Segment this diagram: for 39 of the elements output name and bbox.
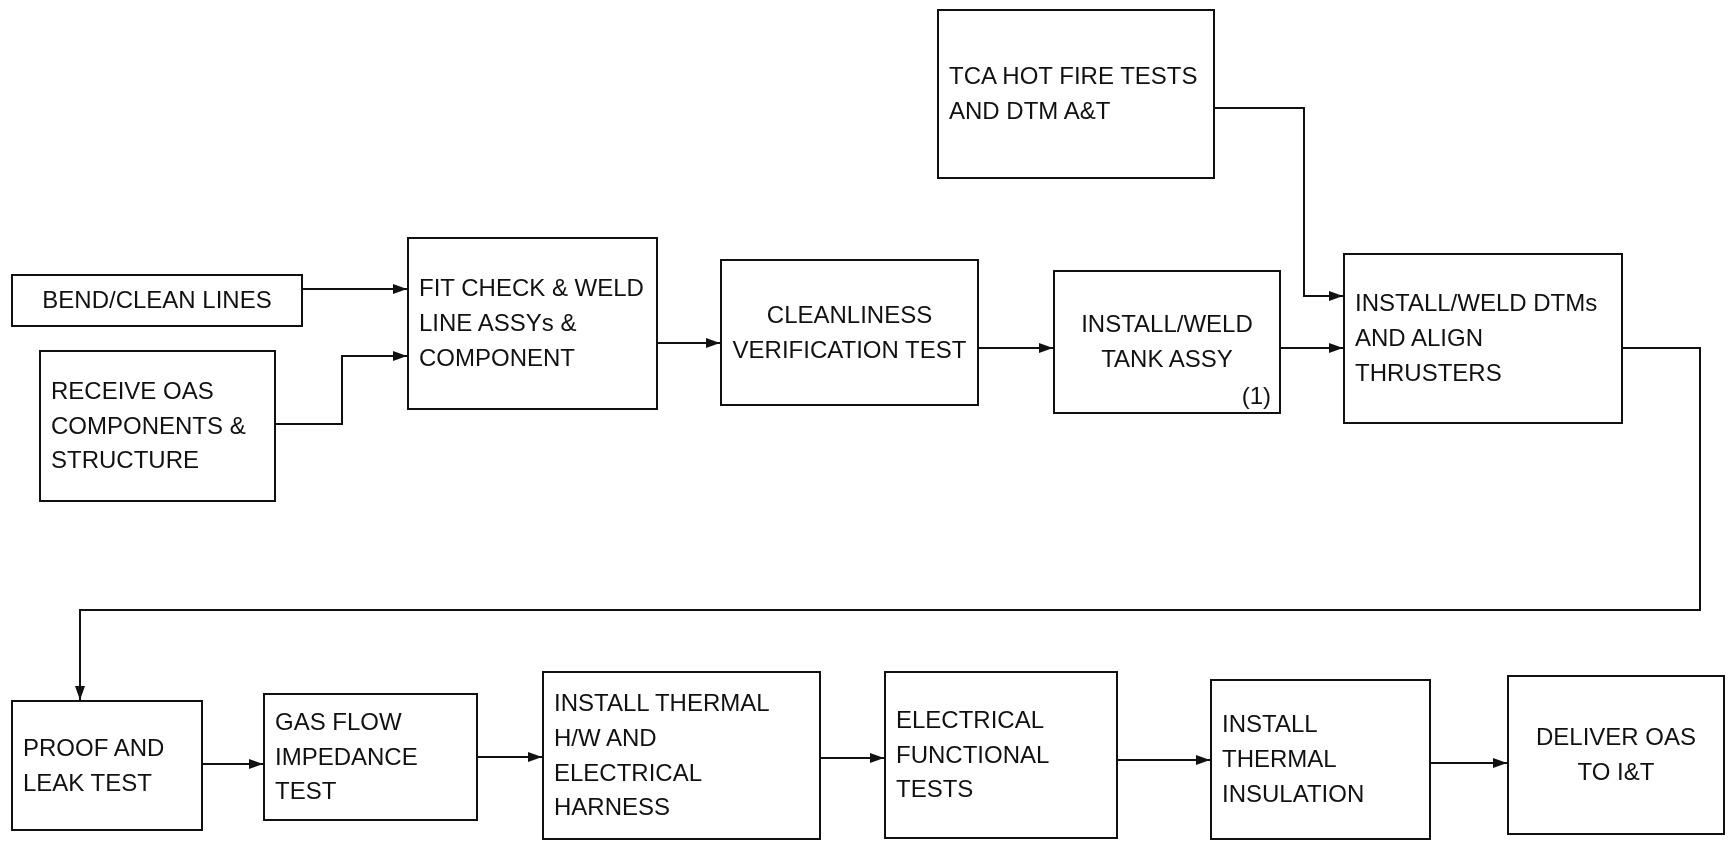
arrow xyxy=(1430,758,1508,768)
arrow xyxy=(477,752,543,762)
step-label: PROOF AND LEAK TEST xyxy=(23,732,166,798)
step-label: BEND/CLEAN LINES xyxy=(41,285,273,316)
arrow xyxy=(75,347,1701,701)
step-label: GAS FLOW IMPEDANCE TEST xyxy=(275,706,419,807)
arrow xyxy=(275,351,408,425)
process-box xyxy=(720,259,979,406)
step-label: INSTALL THERMAL INSULATION xyxy=(1222,709,1366,809)
footnote-number: (1) xyxy=(1241,382,1271,410)
step-label: INSTALL/WELD DTMs AND ALIGN THRUSTERS xyxy=(1355,288,1599,388)
process-box xyxy=(39,350,276,502)
process-box xyxy=(884,671,1118,839)
process-box xyxy=(1053,270,1281,414)
step-label: CLEANLINESS VERIFICATION TEST xyxy=(732,299,967,365)
process-box xyxy=(542,671,821,840)
process-box xyxy=(1210,679,1431,840)
process-box xyxy=(11,274,303,327)
arrow xyxy=(302,284,408,294)
arrow xyxy=(1117,755,1211,765)
step-label: INSTALL/WELD TANK ASSY xyxy=(1080,309,1254,374)
arrow xyxy=(820,753,885,763)
step-label: INSTALL THERMAL H/W AND ELECTRICAL HARNESS xyxy=(554,687,770,823)
step-label: TCA HOT FIRE TESTS AND DTM A&T xyxy=(949,61,1199,126)
arrow xyxy=(1280,343,1344,353)
process-box xyxy=(1507,675,1725,835)
arrow xyxy=(1214,107,1344,301)
arrow xyxy=(202,759,264,769)
process-box xyxy=(407,237,658,410)
step-label: ELECTRICAL FUNCTIONAL TESTS xyxy=(896,704,1050,805)
process-box xyxy=(937,9,1215,179)
process-box xyxy=(263,693,478,821)
process-box xyxy=(11,700,203,831)
process-box xyxy=(1343,253,1623,424)
step-label: FIT CHECK & WELD LINE ASSYs & COMPONENT xyxy=(419,273,645,373)
arrow xyxy=(657,338,721,348)
arrow xyxy=(978,343,1054,353)
step-label: RECEIVE OAS COMPONENTS & STRUCTURE xyxy=(51,375,247,476)
step-label: DELIVER OAS TO I&T xyxy=(1534,722,1698,787)
